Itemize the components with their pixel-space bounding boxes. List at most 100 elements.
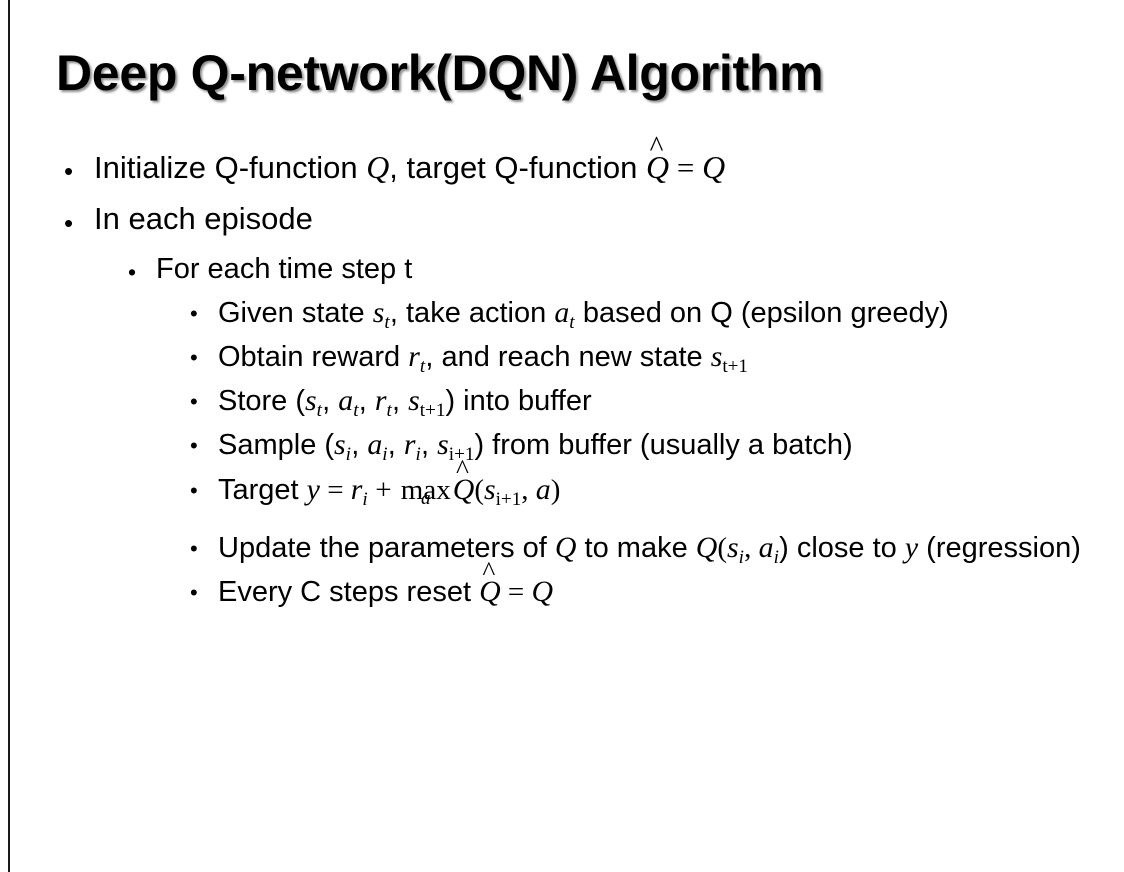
list-item-text: Store (st, at, rt, st+1) into buffer	[218, 381, 1088, 423]
math-symbol-q-hat: ^Q	[479, 557, 501, 611]
math-subscript-i-plus-1: i+1	[495, 488, 522, 510]
math-subscript-t-plus-1: t+1	[722, 356, 748, 378]
text-fragment: Obtain reward	[218, 341, 409, 374]
math-subscript-t: t	[419, 356, 426, 378]
math-operator-equals: =	[500, 575, 532, 608]
math-subscript-i: i	[738, 546, 745, 568]
math-operator-equals: =	[319, 473, 351, 506]
text-fragment: , take action	[389, 296, 555, 329]
math-symbol-q: Q	[479, 574, 501, 608]
list-item-text: Obtain reward rt, and reach new state st…	[218, 337, 1088, 379]
list-item-initialize-q-function: • Initialize Q-function Q, target Q-func…	[0, 132, 1124, 188]
max-subscript-a: a	[420, 488, 431, 510]
text-fragment: Store (	[218, 385, 306, 418]
math-subscript-i: i	[773, 546, 780, 568]
math-subscript-t: t	[316, 400, 323, 422]
math-symbol-q: Q	[702, 150, 726, 185]
list-item-given-state-take-action: • Given state st, take action at based o…	[0, 293, 1124, 335]
math-comma: ,	[521, 473, 536, 506]
page-title: Deep Q-network(DQN) Algorithm	[56, 45, 824, 101]
text-fragment: Target	[218, 473, 307, 506]
hat-accent-icon: ^	[482, 556, 496, 587]
bullet-marker-icon: •	[190, 433, 198, 459]
max-label: max	[400, 473, 451, 506]
text-fragment: Sample (	[218, 429, 335, 462]
math-operator-equals: =	[669, 150, 703, 185]
math-symbol-q: Q	[531, 574, 554, 608]
math-symbol-s: s	[334, 428, 346, 462]
hat-accent-icon: ^	[456, 453, 469, 484]
text-fragment: Given state	[218, 296, 373, 329]
bullet-marker-icon: •	[128, 258, 137, 285]
math-symbol-y: y	[904, 530, 919, 564]
list-item-obtain-reward: • Obtain reward rt, and reach new state …	[0, 337, 1124, 379]
list-item-text: Update the parameters of Q to make Q(si,…	[218, 528, 1088, 570]
text-fragment: based on Q (epsilon greedy)	[574, 296, 949, 329]
math-symbol-s: s	[483, 472, 496, 506]
math-subscript-t: t	[386, 400, 393, 422]
text-fragment: ) into buffer	[445, 385, 592, 418]
list-item-every-c-steps-reset: • Every C steps reset ^Q = Q	[0, 557, 1124, 612]
text-fragment: ,	[322, 385, 339, 418]
list-item-text: In each episode	[94, 200, 313, 236]
math-paren-open: (	[474, 473, 484, 506]
math-symbol-a: a	[367, 428, 383, 462]
text-fragment: ) close to	[779, 531, 905, 564]
math-subscript-t: t	[384, 312, 390, 334]
list-item-in-each-episode: • In each episode	[0, 200, 1124, 239]
text-fragment: , target Q-function	[389, 150, 647, 185]
math-subscript-i: i	[415, 444, 422, 466]
list-item-text: For each time step t	[156, 252, 413, 285]
math-symbol-s: s	[727, 530, 739, 564]
math-symbol-s: s	[437, 428, 449, 462]
math-symbol-r: r	[408, 340, 420, 374]
math-symbol-a: a	[338, 384, 354, 418]
text-fragment: ,	[358, 385, 375, 418]
math-paren-open: (	[717, 531, 728, 564]
bullet-marker-icon: •	[190, 579, 198, 605]
list-item-sample-from-buffer: • Sample (si, ai, ri, si+1) from buffer …	[0, 425, 1124, 467]
bullet-marker-icon: •	[64, 156, 74, 186]
math-subscript-i-plus-1: i+1	[448, 444, 475, 466]
text-fragment: ,	[421, 429, 438, 462]
math-symbol-q: Q	[695, 530, 718, 564]
list-item-for-each-time-step: • For each time step t	[0, 251, 1124, 287]
list-item-update-parameters: • Update the parameters of Q to make Q(s…	[0, 528, 1124, 570]
math-symbol-s: s	[372, 295, 385, 329]
math-symbol-q: Q	[366, 150, 390, 185]
math-symbol-s: s	[408, 384, 420, 418]
bullet-marker-icon: •	[190, 389, 198, 415]
math-symbol-q: Q	[646, 150, 670, 185]
list-item-text: Every C steps reset ^Q = Q	[218, 557, 1088, 612]
text-fragment: Initialize Q-function	[94, 150, 367, 185]
list-item-text: Initialize Q-function Q, target Q-functi…	[94, 132, 1124, 188]
math-symbol-a: a	[758, 530, 774, 564]
math-subscript-t-plus-1: t+1	[419, 400, 446, 422]
text-fragment: ,	[351, 429, 368, 462]
math-symbol-a: a	[535, 472, 551, 506]
math-symbol-s: s	[710, 340, 723, 374]
bullet-marker-icon: •	[190, 300, 198, 326]
bullet-marker-icon: •	[64, 207, 74, 238]
list-item-text: Given state st, take action at based on …	[218, 293, 1088, 335]
math-symbol-q-hat: ^Q	[453, 455, 475, 509]
bullet-marker-icon: •	[190, 535, 198, 561]
bullet-marker-icon: •	[190, 477, 198, 503]
math-subscript-i: i	[382, 444, 388, 466]
math-symbol-r: r	[350, 472, 363, 506]
text-fragment: to make	[576, 531, 696, 564]
math-subscript-t: t	[569, 312, 575, 334]
text-fragment: Every C steps reset	[218, 575, 480, 608]
math-symbol-s: s	[305, 384, 317, 418]
text-fragment: , and reach new state	[425, 341, 711, 374]
math-subscript-i: i	[345, 444, 352, 466]
math-subscript-t: t	[353, 400, 359, 422]
math-symbol-q: Q	[554, 530, 577, 564]
math-subscript-i: i	[362, 488, 368, 510]
text-fragment: Update the parameters of	[218, 531, 555, 564]
list-item-text: Sample (si, ai, ri, si+1) from buffer (u…	[218, 425, 1088, 467]
math-comma: ,	[744, 531, 759, 564]
math-symbol-r: r	[374, 384, 387, 418]
math-symbol-q-hat: ^Q	[646, 132, 670, 188]
